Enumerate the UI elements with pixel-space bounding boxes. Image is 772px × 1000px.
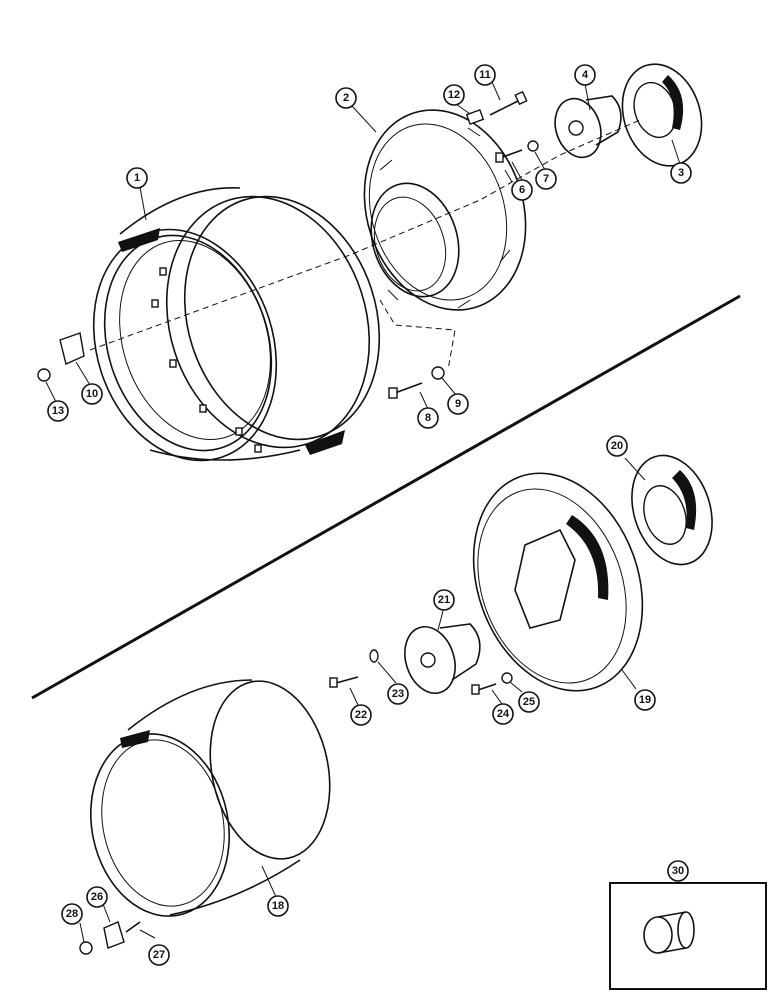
svg-text:25: 25	[523, 696, 535, 708]
svg-text:8: 8	[425, 412, 431, 424]
washer-part-7	[527, 140, 539, 152]
bolt-part-11	[489, 90, 528, 116]
bolt-part-24	[471, 683, 497, 695]
leader-lines	[45, 81, 681, 943]
callout-24: 24	[492, 703, 514, 725]
svg-text:12: 12	[448, 89, 460, 101]
plate-part-12	[465, 109, 485, 125]
nut-part-13	[37, 368, 51, 382]
callout-9: 9	[447, 393, 469, 415]
wheel-disc-part-19	[472, 472, 644, 692]
callout-28: 28	[61, 903, 83, 925]
svg-text:3: 3	[678, 167, 684, 179]
callout-6: 6	[511, 179, 533, 201]
svg-text:6: 6	[519, 184, 525, 196]
wheel-disc-part-2	[363, 109, 527, 311]
svg-text:1: 1	[134, 172, 140, 184]
callout-4: 4	[574, 64, 596, 86]
callout-2: 2	[335, 87, 357, 109]
svg-text:24: 24	[497, 708, 510, 720]
hub-part-4	[554, 95, 622, 159]
hub-flange-part-3	[621, 63, 703, 167]
svg-text:21: 21	[438, 594, 450, 606]
callout-10: 10	[81, 383, 103, 405]
callout-23: 23	[387, 683, 409, 705]
hub-part-21	[404, 623, 481, 694]
svg-text:28: 28	[66, 908, 78, 920]
callout-22: 22	[350, 704, 372, 726]
callout-3: 3	[670, 162, 692, 184]
callout-11: 11	[474, 64, 496, 86]
callout-26: 26	[86, 886, 108, 908]
clamp-part-26	[103, 921, 125, 949]
svg-text:19: 19	[639, 694, 651, 706]
svg-text:23: 23	[392, 688, 404, 700]
callout-21: 21	[433, 589, 455, 611]
svg-text:22: 22	[355, 709, 367, 721]
callout-13: 13	[47, 400, 69, 422]
bolt-part-27	[125, 921, 141, 933]
stud-part-6	[495, 149, 523, 163]
svg-text:30: 30	[672, 865, 684, 877]
hub-flange-part-20	[631, 454, 713, 566]
svg-text:7: 7	[543, 173, 549, 185]
callout-30: 30	[667, 860, 689, 882]
front-rim-part-18	[89, 679, 331, 917]
inset-box-part-30	[609, 882, 767, 990]
callout-12: 12	[443, 84, 465, 106]
svg-text:2: 2	[343, 92, 349, 104]
svg-text:13: 13	[52, 405, 64, 417]
callout-1: 1	[126, 167, 148, 189]
clamp-part-10	[59, 332, 85, 365]
valve-part-30	[643, 911, 695, 954]
svg-text:20: 20	[611, 440, 623, 452]
svg-text:27: 27	[153, 949, 165, 961]
callout-8: 8	[417, 407, 439, 429]
callout-27: 27	[148, 944, 170, 966]
svg-text:11: 11	[479, 69, 491, 81]
svg-text:9: 9	[455, 398, 461, 410]
washer-part-23	[369, 649, 379, 663]
svg-text:26: 26	[91, 891, 103, 903]
callout-7: 7	[535, 168, 557, 190]
section-divider-line	[31, 294, 741, 700]
callout-20: 20	[606, 435, 628, 457]
svg-text:10: 10	[86, 388, 98, 400]
callout-19: 19	[634, 689, 656, 711]
stud-part-22	[329, 676, 359, 688]
bolt-part-8	[388, 382, 423, 399]
rear-rim-part-1	[92, 187, 381, 462]
svg-text:4: 4	[582, 69, 589, 81]
callout-labels: 1 2 3 4 6 7 8 9 10 11 12 13 18 19 20 21 …	[47, 64, 692, 966]
svg-text:18: 18	[272, 900, 284, 912]
nut-part-28	[79, 941, 93, 955]
callout-25: 25	[518, 691, 540, 713]
nut-part-25	[501, 672, 513, 684]
callout-18: 18	[267, 895, 289, 917]
nut-part-9	[431, 366, 445, 380]
